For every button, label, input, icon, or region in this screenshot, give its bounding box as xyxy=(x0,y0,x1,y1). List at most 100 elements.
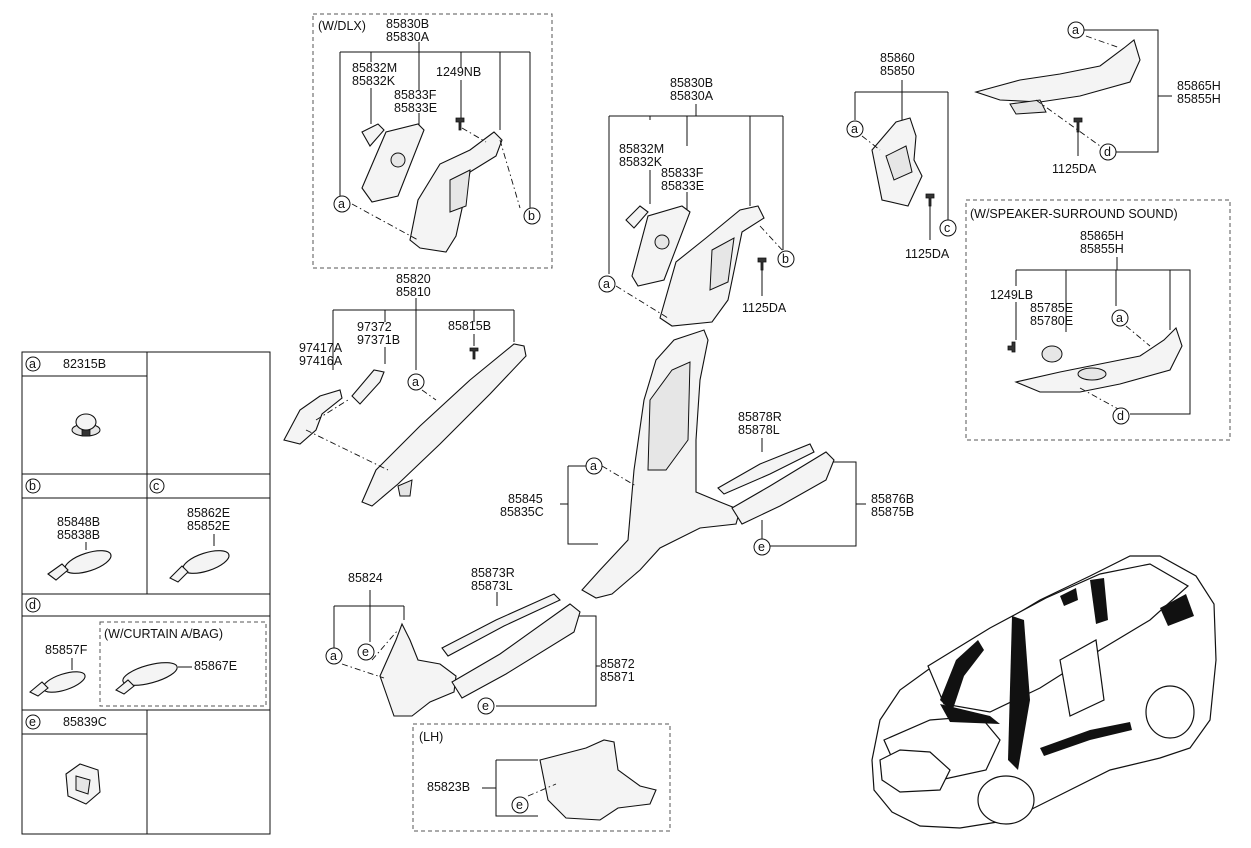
scuff-strip-85878 xyxy=(717,443,815,495)
label-85835C: 85835C xyxy=(500,505,544,519)
car-a-pillar-mark xyxy=(940,640,984,712)
callout-d-2 xyxy=(1112,407,1130,425)
scuff-85876B xyxy=(731,451,835,525)
label-97416A: 97416A xyxy=(299,354,343,368)
callout-a-8-text: a xyxy=(330,649,337,663)
callout-b-2 xyxy=(777,250,795,268)
clip-85839C-icon xyxy=(65,763,101,805)
clip-85832-2 xyxy=(625,205,649,229)
callout-b-1 xyxy=(523,207,541,225)
label-97371B: 97371B xyxy=(357,333,400,347)
car-grille xyxy=(879,749,951,793)
legend-b-badge xyxy=(25,478,41,494)
kick-panel-85824 xyxy=(379,622,457,717)
label-85876B: 85876B xyxy=(871,492,914,506)
clip-85857F-icon xyxy=(29,671,86,697)
label-85873L: 85873L xyxy=(471,579,513,593)
pillar-inner-dlx xyxy=(449,169,471,213)
label-85850: 85850 xyxy=(880,64,915,78)
tweeter-cover-97417A xyxy=(283,389,343,445)
label-85830B-1: 85830B xyxy=(386,17,429,31)
callout-b-1-text: b xyxy=(528,209,535,223)
label-85824: 85824 xyxy=(348,571,383,585)
label-85878R: 85878R xyxy=(738,410,782,424)
label-85815B: 85815B xyxy=(448,319,491,333)
cover-hole xyxy=(390,152,406,168)
label-85865H-1: 85865H xyxy=(1177,79,1221,93)
callout-e-1 xyxy=(753,538,771,556)
callout-c-1-text: c xyxy=(944,221,950,235)
label-85823B: 85823B xyxy=(427,780,470,794)
callout-a-8 xyxy=(325,647,343,665)
car-roof-mark xyxy=(1060,588,1078,606)
legend-d-part1: 85857F xyxy=(45,643,88,657)
d-pillar-group: 85865H 85855H 1125DA a d xyxy=(974,21,1221,176)
b-pillar-lower-inner xyxy=(647,361,691,471)
label-85833F-1: 85833F xyxy=(394,88,437,102)
car-scuff-front-mark xyxy=(940,704,1000,724)
clip-85862E-icon xyxy=(169,550,230,583)
clip-82315B-icon xyxy=(71,413,101,437)
callout-a-4-text: a xyxy=(1072,23,1079,37)
label-1249NB: 1249NB xyxy=(436,65,481,79)
label-85832M-2: 85832M xyxy=(619,142,664,156)
pillar-trim-upper-inner xyxy=(709,237,735,291)
dlx-frame xyxy=(312,13,553,269)
legend-d-curtain: (W/CURTAIN A/BAG) xyxy=(104,627,223,641)
label-85860: 85860 xyxy=(880,51,915,65)
legend-c-part1: 85862E xyxy=(187,506,230,520)
callout-e-3 xyxy=(477,697,495,715)
kick-panel-group: 85824 a e xyxy=(325,571,457,717)
c-pillar-lower-inner xyxy=(885,145,913,181)
callout-a-3-text: a xyxy=(851,122,858,136)
clip-85848B-icon xyxy=(47,550,112,581)
callout-a-3 xyxy=(846,120,864,138)
car-c-pillar-mark xyxy=(1090,578,1108,624)
label-85873R: 85873R xyxy=(471,566,515,580)
vehicle-illustration xyxy=(871,555,1217,829)
label-85845: 85845 xyxy=(508,492,543,506)
callout-a-2 xyxy=(598,275,616,293)
callout-d-1-text: d xyxy=(1104,145,1111,159)
b-pillar-lower-group: 85845 85835C a xyxy=(500,329,741,599)
d-pillar-trim xyxy=(974,39,1141,103)
legend-d-letter: d xyxy=(29,598,36,612)
lh-frame xyxy=(412,723,671,832)
legend-b-part1: 85848B xyxy=(57,515,100,529)
label-85780E: 85780E xyxy=(1030,314,1073,328)
curtain-airbag-frame xyxy=(99,621,267,707)
label-85820: 85820 xyxy=(396,272,431,286)
legend-e-letter: e xyxy=(29,715,36,729)
legend-c-letter: c xyxy=(153,479,159,493)
screw-1249LB xyxy=(1007,341,1016,353)
legend-table: a 82315B b 85848B 85838B c 85862E 85852E… xyxy=(21,351,271,835)
screw-1125DA-3 xyxy=(1073,117,1083,133)
label-85832M-1: 85832M xyxy=(352,61,397,75)
car-d-pillar-mark xyxy=(1160,594,1194,626)
callout-a-5-text: a xyxy=(1116,311,1123,325)
callout-c-1 xyxy=(939,219,957,237)
d-pillar-bracket xyxy=(1009,99,1047,115)
screw-1125DA-2 xyxy=(925,193,935,207)
label-85833F-2: 85833F xyxy=(661,166,704,180)
label-85785E: 85785E xyxy=(1030,301,1073,315)
speaker-group: (W/SPEAKER-SURROUND SOUND) 85865H 85855H… xyxy=(965,199,1231,441)
label-85878L: 85878L xyxy=(738,423,780,437)
clip-85815B xyxy=(469,347,479,360)
label-85855H-2: 85855H xyxy=(1080,242,1124,256)
speaker-title: (W/SPEAKER-SURROUND SOUND) xyxy=(970,207,1178,221)
label-85830A-1: 85830A xyxy=(386,30,430,44)
car-roof-glass xyxy=(927,563,1190,713)
d-pillar-speaker-trim xyxy=(1014,326,1183,393)
label-85871: 85871 xyxy=(600,670,635,684)
label-85833E-2: 85833E xyxy=(661,179,704,193)
speaker-85780E xyxy=(1041,345,1063,363)
callout-a-2-text: a xyxy=(603,277,610,291)
label-85865H-2: 85865H xyxy=(1080,229,1124,243)
lh-title: (LH) xyxy=(419,730,443,744)
car-b-pillar-mark xyxy=(1008,616,1030,770)
rear-scuff-group: 85878R 85878L 85876B 85875B e xyxy=(717,410,914,556)
screw-1125DA-1 xyxy=(757,257,767,271)
legend-a-part: 82315B xyxy=(63,357,106,371)
legend-b-letter: b xyxy=(29,479,36,493)
